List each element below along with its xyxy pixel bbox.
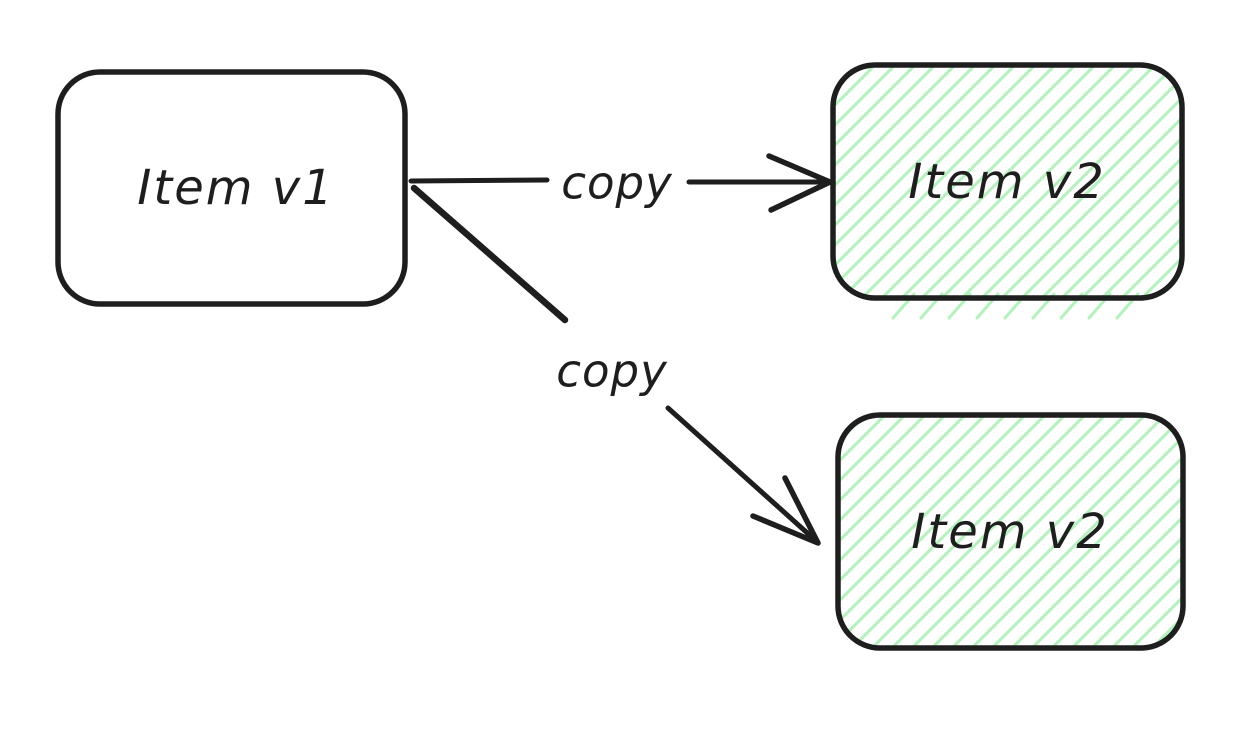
node-label: Item v1 bbox=[137, 160, 334, 216]
arrow-shaft bbox=[665, 405, 817, 542]
arrow-copy-to-top: copy bbox=[408, 153, 833, 213]
edge-label-copy: copy bbox=[556, 345, 668, 398]
node-label: Item v2 bbox=[908, 154, 1105, 210]
node-item-v2-bottom: Item v2 bbox=[835, 412, 1186, 651]
node-item-v2-top: Item v2 bbox=[830, 62, 1185, 301]
node-item-v1: Item v1 bbox=[55, 69, 408, 307]
node-box bbox=[830, 62, 1185, 301]
arrow-copy-to-bottom: copy bbox=[410, 184, 821, 546]
hatch-overflow-ticks bbox=[891, 292, 1140, 320]
node-box bbox=[835, 412, 1186, 651]
edge-label-copy: copy bbox=[561, 157, 673, 210]
node-label: Item v2 bbox=[911, 504, 1108, 560]
node-box bbox=[55, 69, 408, 307]
arrowhead bbox=[766, 153, 833, 213]
arrow-shaft bbox=[410, 184, 569, 324]
arrowhead bbox=[750, 475, 821, 546]
arrow-shaft bbox=[408, 177, 550, 184]
